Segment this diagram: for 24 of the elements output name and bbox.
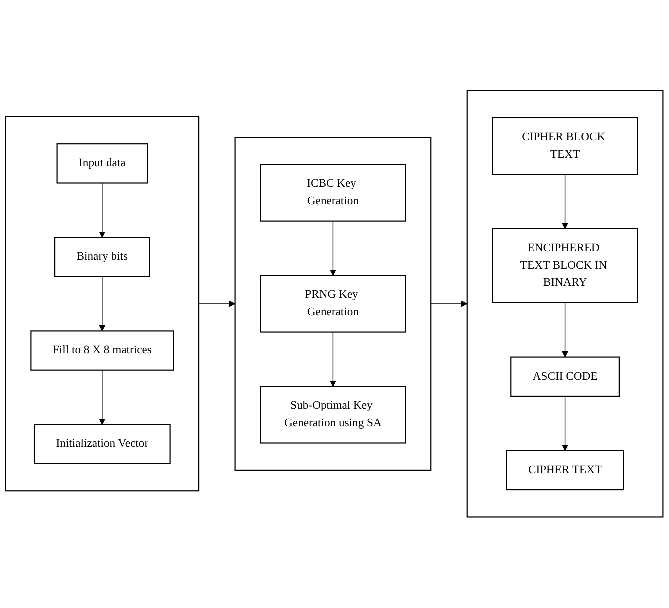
node-box: ENCIPHERED TEXT BLOCK IN BINARY [492, 228, 638, 304]
arrow [430, 300, 468, 308]
node-box: Fill to 8 X 8 matrices [30, 330, 174, 371]
arrow [562, 396, 568, 452]
arrow [99, 182, 106, 238]
node-box: CIPHER BLOCK TEXT [492, 117, 638, 176]
arrow [99, 276, 106, 332]
node-box: Input data [56, 144, 148, 184]
node-box: Binary bits [54, 237, 150, 278]
arrow [198, 300, 236, 308]
arrow [330, 220, 336, 276]
arrow [330, 332, 336, 387]
arrow [562, 302, 568, 358]
cluster [466, 90, 664, 518]
node-box: PRNG Key Generation [260, 275, 406, 333]
cluster [234, 137, 432, 471]
cluster [5, 116, 200, 492]
arrow [99, 370, 106, 426]
node-box: Initialization Vector [34, 424, 171, 464]
node-box: CIPHER TEXT [506, 450, 624, 491]
arrow [562, 174, 568, 230]
node-box: ASCII CODE [510, 356, 620, 398]
node-box: Sub-Optimal Key Generation using SA [260, 386, 406, 444]
node-box: ICBC Key Generation [260, 164, 406, 222]
